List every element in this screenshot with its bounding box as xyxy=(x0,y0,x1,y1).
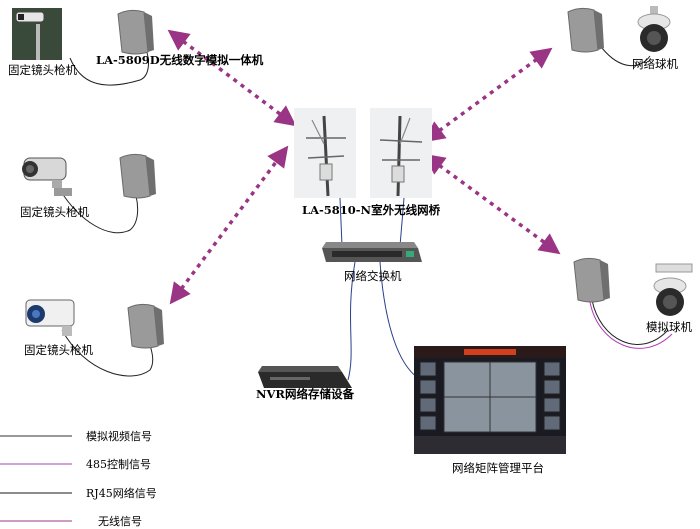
camera-top-left xyxy=(12,8,62,60)
antenna-panels xyxy=(117,7,610,349)
label-switch: 网络交换机 xyxy=(344,269,402,283)
legend-label-rj45: RJ45网络信号 xyxy=(86,487,157,500)
wireless-link-top-right xyxy=(423,47,553,143)
antenna-panel-top-left xyxy=(117,9,154,55)
cable-switch-platform xyxy=(379,261,419,379)
label-cam-bottom-left: 固定镜头枪机 xyxy=(24,343,93,357)
cable-bridge-switch-2 xyxy=(399,197,405,247)
cables xyxy=(59,47,673,381)
legend-label-wireless: 无线信号 xyxy=(98,515,142,528)
cable-dome-net xyxy=(601,47,651,67)
dome-camera-analog xyxy=(653,263,693,316)
camera-mid-left xyxy=(22,157,72,196)
camera-bottom-left xyxy=(25,299,75,336)
bridge-photo-left xyxy=(294,108,356,198)
bridge-photo-right xyxy=(370,108,432,198)
nvr-device xyxy=(258,366,352,388)
wireless-link-top-left xyxy=(167,29,297,127)
label-platform: 网络矩阵管理平台 xyxy=(452,461,544,475)
antenna-panel-mid-left xyxy=(119,153,156,199)
label-cam-top-left: 固定镜头枪机 xyxy=(8,63,77,77)
antenna-panel-top-right xyxy=(567,7,604,53)
label-cam-mid-left: 固定镜头枪机 xyxy=(20,205,89,219)
cable-bridge-switch-1 xyxy=(339,197,343,247)
wireless-link-mid-right xyxy=(423,153,561,255)
legend-label-analog: 模拟视频信号 xyxy=(86,430,152,443)
legend-label-485: 485控制信号 xyxy=(86,458,151,471)
wireless-link-mid-left xyxy=(169,145,289,305)
cable-switch-nvr xyxy=(347,261,356,381)
cable-cam-bottom-left xyxy=(61,329,154,377)
network-switch xyxy=(322,242,422,262)
legend-lines xyxy=(0,435,72,522)
wireless-links xyxy=(167,29,561,305)
video-wall-platform xyxy=(414,346,566,454)
antenna-panel-bottom-left xyxy=(127,303,164,349)
label-dome-net: 网络球机 xyxy=(632,57,678,71)
cable-cam-mid-left xyxy=(59,189,139,234)
antenna-panel-right-analog xyxy=(573,257,610,303)
label-nvr: NVR网络存储设备 xyxy=(256,387,354,401)
cable-dome-analog-video xyxy=(591,299,669,345)
label-dome-analog: 模拟球机 xyxy=(646,320,692,334)
dome-camera-network xyxy=(637,6,671,52)
label-integrated-unit: LA-5809D无线数字模拟一体机 xyxy=(96,53,264,67)
cable-cam-top-left xyxy=(69,49,149,86)
cable-dome-analog-485 xyxy=(589,301,673,349)
label-bridge: LA-5810-N室外无线网桥 xyxy=(302,203,441,217)
